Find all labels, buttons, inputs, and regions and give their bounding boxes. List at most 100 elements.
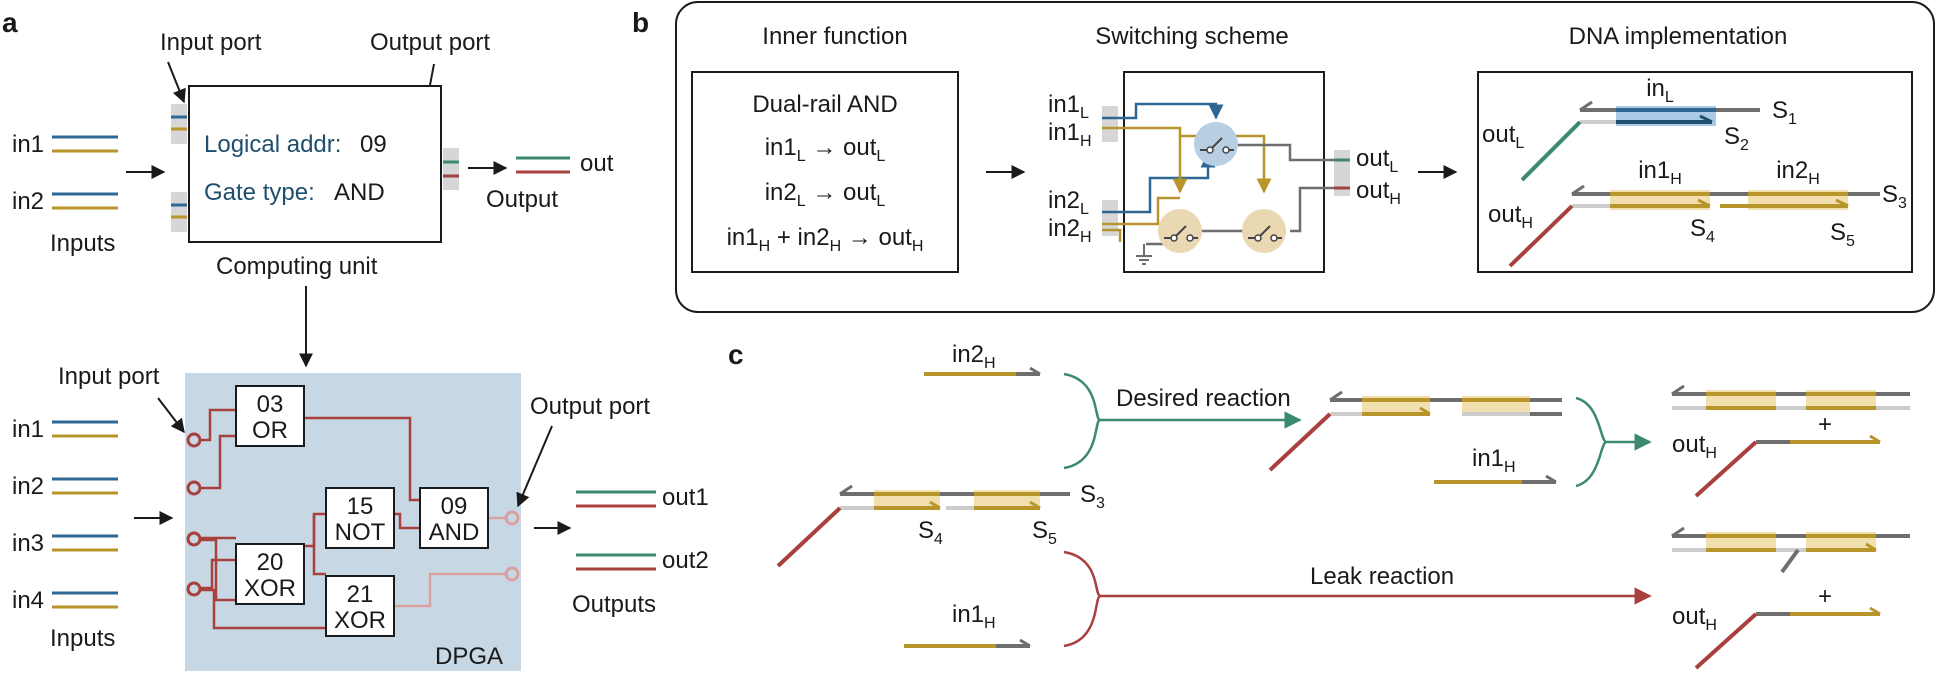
inputs-label: Inputs — [50, 230, 115, 257]
dna-S3-label: S3​ — [1882, 181, 1907, 212]
out2-label: out2 — [662, 547, 709, 574]
input-port-1 — [171, 104, 187, 144]
gate-15-not: 15 NOT — [325, 487, 395, 549]
c-S5-label: S5​ — [1032, 517, 1057, 548]
c-desired-brace — [1063, 372, 1102, 470]
input-in2-label: in2 — [12, 188, 44, 215]
c-desired-label: Desired reaction — [1116, 385, 1291, 412]
c-outH-bottom-label: outH​ — [1672, 603, 1717, 634]
c-intermediate-complex — [1268, 390, 1562, 472]
output-port — [443, 148, 459, 190]
dpga-input-ports — [186, 432, 202, 597]
dna-implementation-header: DNA implementation — [1569, 23, 1788, 50]
panel-b: b Inner function Switching scheme DNA im… — [632, 1, 1935, 313]
switching-scheme-header: Switching scheme — [1095, 23, 1288, 50]
panel-a: a Input port Output port in1 in2 Inputs … — [2, 7, 709, 671]
gate-20-addr: 20 — [257, 549, 284, 576]
panel-c-letter: c — [728, 339, 744, 370]
c-outH-top-label: outH​ — [1672, 431, 1717, 462]
dpga-input-port-label: Input port — [58, 363, 160, 390]
c-plus-top: + — [1818, 411, 1832, 438]
switching-box — [1123, 71, 1325, 273]
gate-21-type: XOR — [334, 607, 386, 634]
gate-21-addr: 21 — [347, 581, 374, 608]
dpga-output-port-arrow — [516, 425, 553, 508]
gate-09-type: AND — [429, 519, 480, 546]
rule-1: in1L​ → outL​ — [765, 134, 886, 165]
switching-scheme: in1L​ in1H​ in2L​ in2H​ — [1048, 71, 1401, 273]
sw-in2H-label: in2H​ — [1048, 215, 1092, 246]
gate-21-xor: 21 XOR — [325, 575, 395, 637]
panel-a-letter: a — [2, 7, 18, 38]
dna-inL-label: inL​ — [1646, 75, 1674, 106]
c-in1H-bottom-label: in1H​ — [952, 601, 996, 632]
gate-03-type: OR — [252, 417, 288, 444]
c-product-top — [1671, 384, 1910, 498]
input-port-arrow — [167, 61, 186, 104]
rule-2: in2L​ → outL​ — [765, 179, 886, 210]
gate-03-or: 03 OR — [235, 385, 305, 447]
dpga-wire-xor21-out — [392, 572, 508, 608]
logical-addr-value: 09 — [360, 131, 387, 158]
dpga-in1-label: in1 — [12, 416, 44, 443]
rule-3: in1H​ + in2H​ → outH​ — [727, 224, 924, 255]
gate-09-and: 09 AND — [419, 487, 489, 549]
dpga-output-ports — [504, 510, 520, 582]
panel-b-frame — [675, 1, 1935, 313]
inner-function-title: Dual-rail AND — [752, 91, 897, 118]
dpga-inputs-label: Inputs — [50, 625, 115, 652]
dna-in1H-label: in1H​ — [1638, 157, 1682, 188]
dna-box — [1477, 71, 1913, 273]
dna-S4-label: S4​ — [1690, 215, 1715, 246]
gate-03-addr: 03 — [257, 391, 284, 418]
c-desired-brace-2 — [1575, 396, 1610, 488]
c-gate-complex — [776, 484, 1070, 568]
logical-addr-label: Logical addr: — [204, 131, 341, 158]
dpga-wires — [200, 408, 420, 630]
dna-S2-label: S2​ — [1724, 123, 1749, 154]
gate-type-label: Gate type: — [204, 179, 315, 206]
gate-20-xor: 20 XOR — [235, 543, 305, 605]
sw-in1L-label: in1L​ — [1048, 91, 1089, 122]
out-label: out — [580, 150, 614, 177]
dna-S5-label: S5​ — [1830, 219, 1855, 250]
c-leak-label: Leak reaction — [1310, 563, 1454, 590]
dna-S1-label: S1​ — [1772, 97, 1797, 128]
inner-function-header: Inner function — [762, 23, 907, 50]
gate-15-type: NOT — [335, 519, 386, 546]
dpga-in2-label: in2 — [12, 473, 44, 500]
input-port-label: Input port — [160, 29, 262, 56]
dna-in2H-label: in2H​ — [1776, 157, 1820, 188]
gate-09-addr: 09 — [441, 493, 468, 520]
c-plus-bottom: + — [1818, 583, 1832, 610]
dpga-output-port-label: Output port — [530, 393, 650, 420]
c-product-bottom — [1671, 526, 1910, 670]
input-in1-label: in1 — [12, 131, 44, 158]
c-in1H-top-label: in1H​ — [1472, 445, 1516, 476]
c-S4-label: S4​ — [918, 517, 943, 548]
inner-function-box — [691, 71, 959, 273]
input-port-2 — [171, 192, 187, 232]
sw-outL-label: outL​ — [1356, 145, 1398, 176]
gate-15-addr: 15 — [347, 493, 374, 520]
c-in2H-label: in2H​ — [952, 341, 996, 372]
sw-in1H-label: in1H​ — [1048, 119, 1092, 150]
sw-outH-label: outH​ — [1356, 177, 1401, 208]
c-S3-label: S3​ — [1080, 481, 1105, 512]
dpga-in3-label: in3 — [12, 530, 44, 557]
gate-type-value: AND — [334, 179, 385, 206]
computing-unit-label: Computing unit — [216, 253, 378, 280]
dpga-label: DPGA — [435, 643, 503, 670]
dpga-input-port-arrow — [157, 397, 185, 434]
dna-outL-label: outL​ — [1482, 121, 1524, 152]
dpga-in4-label: in4 — [12, 587, 44, 614]
panel-c: c in2H​ S3​ S4​ S5​ in1H​ — [728, 339, 1910, 670]
sw-in2L-label: in2L​ — [1048, 187, 1089, 218]
outputs-label: Outputs — [572, 591, 656, 618]
dpga-inputs: in1 in2 in3 in4 Inputs — [12, 416, 118, 652]
computing-unit-box — [188, 85, 442, 243]
panel-b-letter: b — [632, 7, 649, 38]
dna-outH-label: outH​ — [1488, 201, 1533, 232]
gate-20-type: XOR — [244, 575, 296, 602]
